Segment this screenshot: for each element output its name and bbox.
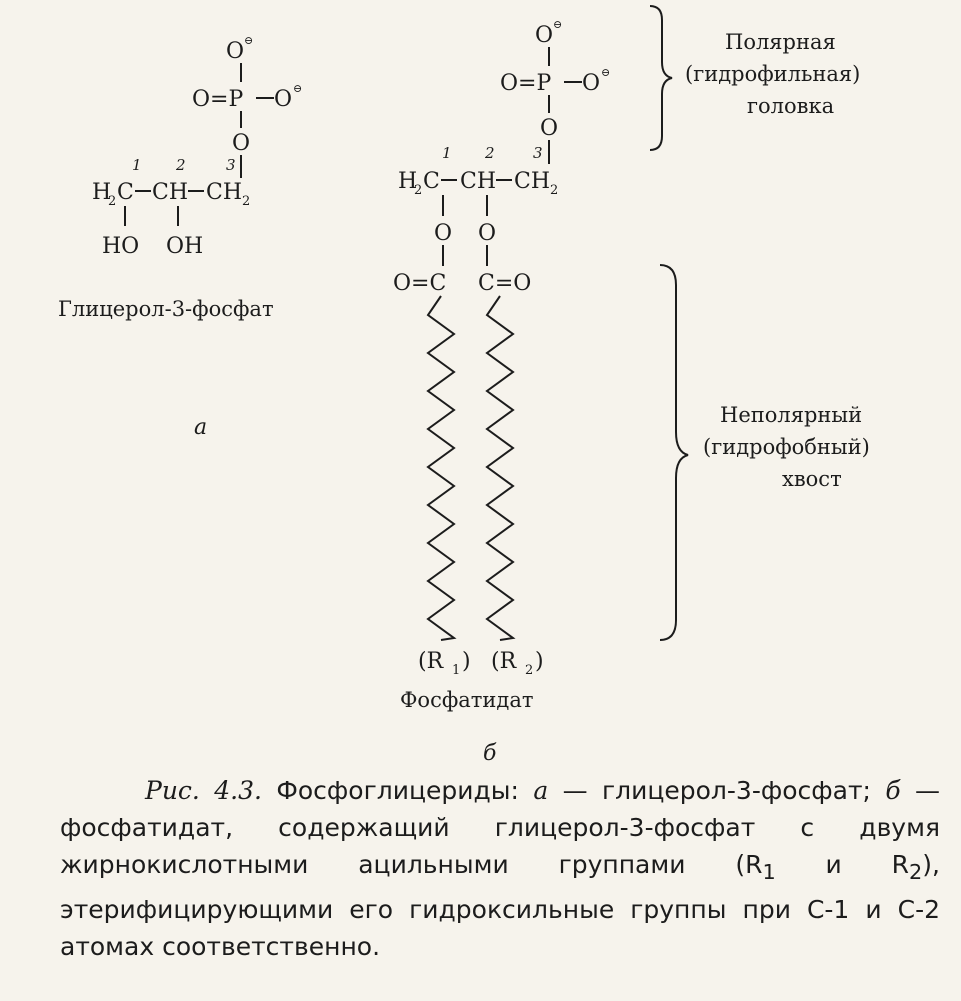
caption-b: б bbox=[885, 776, 901, 805]
b-pos-2: 2 bbox=[484, 144, 495, 162]
caption-sub2: 2 bbox=[909, 860, 923, 884]
b-ch2: CH bbox=[514, 169, 550, 194]
b-c1: C bbox=[423, 169, 440, 194]
b-o-top: O bbox=[535, 23, 553, 48]
tail-brace bbox=[659, 264, 689, 641]
a-oh: OH bbox=[166, 234, 203, 259]
glycerol-3-phosphate-structure: O ⊖ O=P O ⊖ O 1 2 3 H 2 C CH CH 2 HO OH … bbox=[58, 34, 302, 440]
a-pos-2: 2 bbox=[175, 156, 186, 174]
a-o-link: O bbox=[232, 131, 250, 156]
caption-part3: — фосфатидат, содержащий глицерол-3-фосф… bbox=[60, 776, 940, 879]
b-r2-close: ) bbox=[535, 649, 544, 674]
phosphatidate-structure: O ⊖ O=P O ⊖ O 1 2 3 H 2 C CH CH 2 O O O=… bbox=[393, 18, 610, 766]
head-label-line1: Полярная bbox=[725, 30, 836, 54]
b-p-row: O=P bbox=[500, 71, 551, 96]
a-h: H bbox=[92, 180, 111, 205]
head-label-line3: головка bbox=[747, 94, 834, 118]
caption-part4: и R bbox=[775, 850, 910, 879]
b-o-right: O bbox=[582, 71, 600, 96]
b-h: H bbox=[398, 169, 417, 194]
caption-sub1: 1 bbox=[762, 860, 776, 884]
b-ch: CH bbox=[460, 169, 496, 194]
a-c1: C bbox=[117, 180, 134, 205]
b-ch2-sub: 2 bbox=[550, 183, 558, 198]
tail-label-line1: Неполярный bbox=[720, 403, 862, 427]
b-carbonyl-1: O=C bbox=[393, 271, 446, 296]
head-brace bbox=[649, 5, 673, 151]
caption-part2: — глицерол-3-фосфат; bbox=[548, 776, 886, 805]
a-pos-1: 1 bbox=[132, 156, 142, 174]
tail-label-line3: хвост bbox=[782, 467, 842, 491]
a-section-label: а bbox=[194, 415, 207, 440]
a-o-right: O bbox=[274, 87, 292, 112]
a-ho: HO bbox=[102, 234, 139, 259]
a-o-top-charge: ⊖ bbox=[244, 34, 253, 47]
head-label-line2: (гидрофильная) bbox=[685, 62, 860, 86]
figure-caption: Рис. 4.3. Фосфоглицериды: а — глицерол-3… bbox=[60, 772, 940, 965]
b-o-top-charge: ⊖ bbox=[553, 18, 562, 31]
b-carbonyl-2: C=O bbox=[478, 271, 531, 296]
b-ester-o2: O bbox=[478, 221, 496, 246]
b-section-label: б bbox=[483, 741, 497, 766]
b-h-sub: 2 bbox=[414, 183, 422, 198]
a-ch: CH bbox=[152, 180, 188, 205]
a-h-sub: 2 bbox=[108, 194, 116, 209]
a-ch2-sub: 2 bbox=[242, 194, 250, 209]
a-ch2: CH bbox=[206, 180, 242, 205]
a-compound-name: Глицерол-3-фосфат bbox=[58, 297, 274, 321]
b-r2: (R bbox=[491, 649, 518, 674]
b-pos-1: 1 bbox=[442, 144, 452, 162]
b-acyl-chain-r2 bbox=[485, 295, 516, 641]
b-ester-o1: O bbox=[434, 221, 452, 246]
b-r1-close: ) bbox=[462, 649, 471, 674]
caption-prefix: Рис. 4.3. bbox=[145, 776, 262, 805]
a-o-top: O bbox=[226, 39, 244, 64]
b-r2-sub: 2 bbox=[525, 663, 533, 678]
b-acyl-chain-r1 bbox=[426, 295, 457, 641]
b-o-link: O bbox=[540, 116, 558, 141]
b-o-right-charge: ⊖ bbox=[601, 66, 610, 79]
b-pos-3: 3 bbox=[533, 144, 543, 162]
caption-part5: ), этерифицирующими его гидроксильные гр… bbox=[60, 850, 940, 961]
caption-a: а bbox=[533, 776, 549, 805]
b-compound-name: Фосфатидат bbox=[400, 688, 533, 712]
tail-label-line2: (гидрофобный) bbox=[703, 435, 870, 459]
a-p-row: O=P bbox=[192, 87, 243, 112]
caption-part1: Фосфоглицериды: bbox=[261, 776, 534, 805]
b-r1: (R bbox=[418, 649, 445, 674]
a-o-right-charge: ⊖ bbox=[293, 82, 302, 95]
a-pos-3: 3 bbox=[226, 156, 236, 174]
b-r1-sub: 1 bbox=[452, 663, 460, 678]
